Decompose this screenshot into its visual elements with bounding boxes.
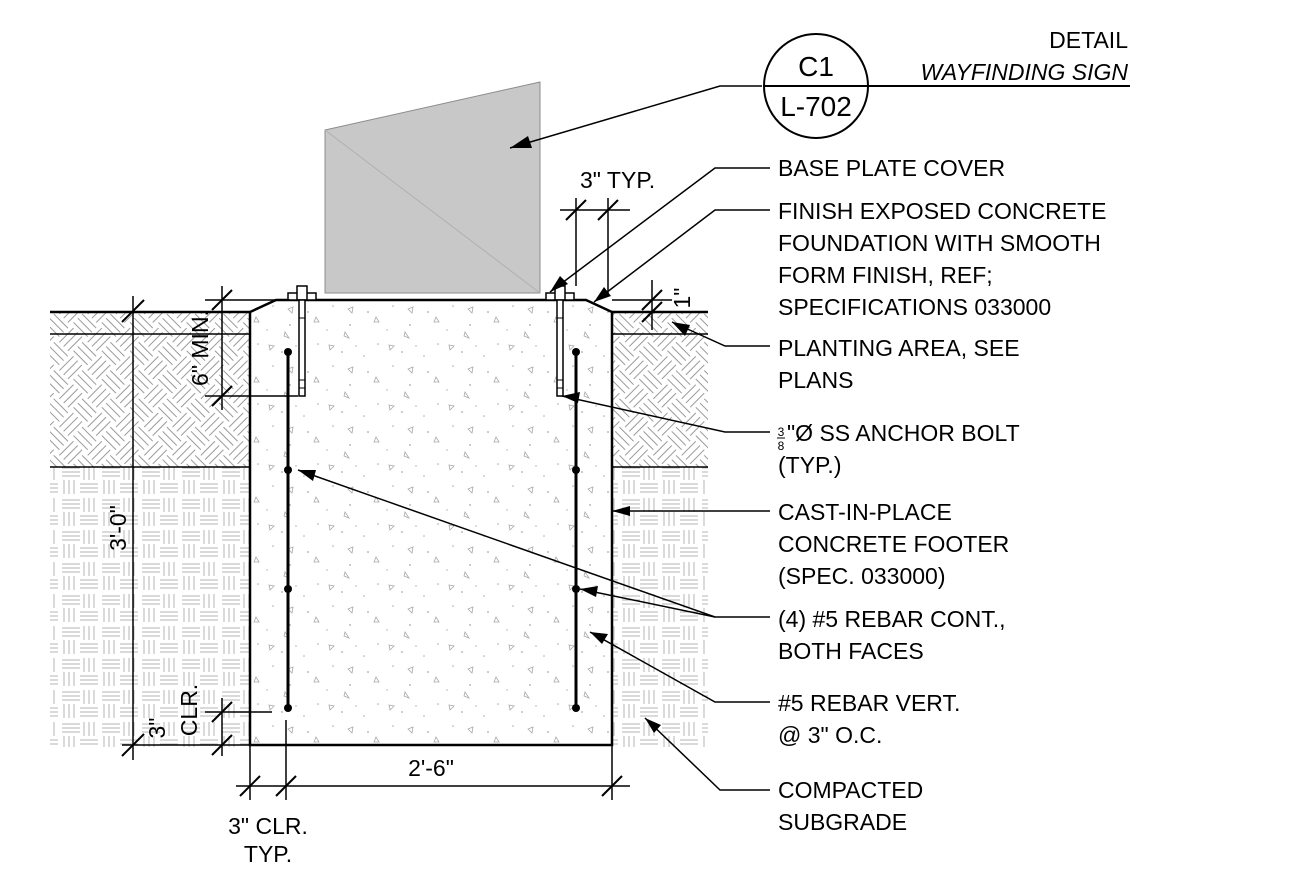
callout-base-plate-cover: BASE PLATE COVER: [778, 155, 1005, 181]
callout-finish-2: FOUNDATION WITH SMOOTH: [778, 230, 1101, 256]
dim-6-min-label: 6" MIN.: [187, 310, 213, 386]
anchor-fraction-denominator: 8: [778, 439, 785, 453]
callout-finish-1: FINISH EXPOSED CONCRETE: [778, 198, 1106, 224]
dim-1-inch-label: 1": [669, 288, 695, 309]
callout-anchor-1: "Ø SS ANCHOR BOLT: [787, 420, 1020, 446]
subgrade-left: [50, 467, 250, 747]
callout-rebar-vert-2: @ 3" O.C.: [778, 722, 882, 748]
leader-lines: [297, 85, 770, 791]
detail-title-block: DETAIL C1 L-702 WAYFINDING SIGN: [763, 27, 1130, 139]
callout-rebar-vert-1: #5 REBAR VERT.: [778, 690, 960, 716]
dim-3-clr-bottom: [205, 698, 272, 756]
anchor-bolt-right: [554, 285, 566, 397]
dim-3-typ: [560, 198, 630, 296]
callout-subgrade-1: COMPACTED: [778, 777, 923, 803]
leader-arrowheads: [298, 136, 690, 733]
callout-subgrade-2: SUBGRADE: [778, 809, 907, 835]
planting-soil-left: [50, 312, 250, 467]
dim-depth: [121, 296, 250, 760]
detail-name: WAYFINDING SIGN: [921, 59, 1129, 85]
callout-footer-1: CAST-IN-PLACE: [778, 499, 952, 525]
callout-planting-2: PLANS: [778, 367, 853, 393]
dim-3-clr-side-label: 3" CLR.: [228, 813, 308, 839]
dim-clr-bottom-label: CLR.: [176, 684, 202, 736]
dim-3-typ-label: 3" TYP.: [580, 167, 655, 193]
callout-rebar-cont-2: BOTH FACES: [778, 638, 924, 664]
callout-planting-1: PLANTING AREA, SEE: [778, 335, 1020, 361]
callout-rebar-cont-1: (4) #5 REBAR CONT.,: [778, 606, 1006, 632]
anchor-fraction-numerator: 3: [778, 425, 785, 439]
dim-3-bottom-label: 3": [144, 718, 170, 739]
rebar-continuous-dots: [284, 348, 580, 712]
rebar-vertical: [286, 352, 578, 710]
soil-layer-lines: [50, 333, 708, 468]
dim-6-min: [205, 286, 298, 410]
callout-anchor-2: (TYP.): [778, 452, 841, 478]
dim-width: [236, 720, 630, 800]
sign-panel-diagonal: [324, 129, 541, 294]
sheet-number: L-702: [780, 91, 852, 122]
callout-footer-3: (SPEC. 033000): [778, 563, 945, 589]
dim-depth-label: 3'-0": [105, 505, 131, 551]
planting-soil-right: [612, 312, 708, 467]
dim-1-inch: [612, 280, 672, 330]
dim-width-label: 2'-6": [408, 755, 454, 781]
callout-footer-2: CONCRETE FOOTER: [778, 531, 1009, 557]
anchor-bolt-left: [296, 285, 308, 397]
detail-id: C1: [798, 51, 834, 82]
detail-label: DETAIL: [1049, 27, 1128, 53]
wayfinding-sign-panel: [324, 81, 541, 294]
callout-finish-3: FORM FINISH, REF;: [778, 262, 993, 288]
callout-finish-4: SPECIFICATIONS 033000: [778, 294, 1051, 320]
dim-typ-side-label: TYP.: [244, 841, 292, 867]
